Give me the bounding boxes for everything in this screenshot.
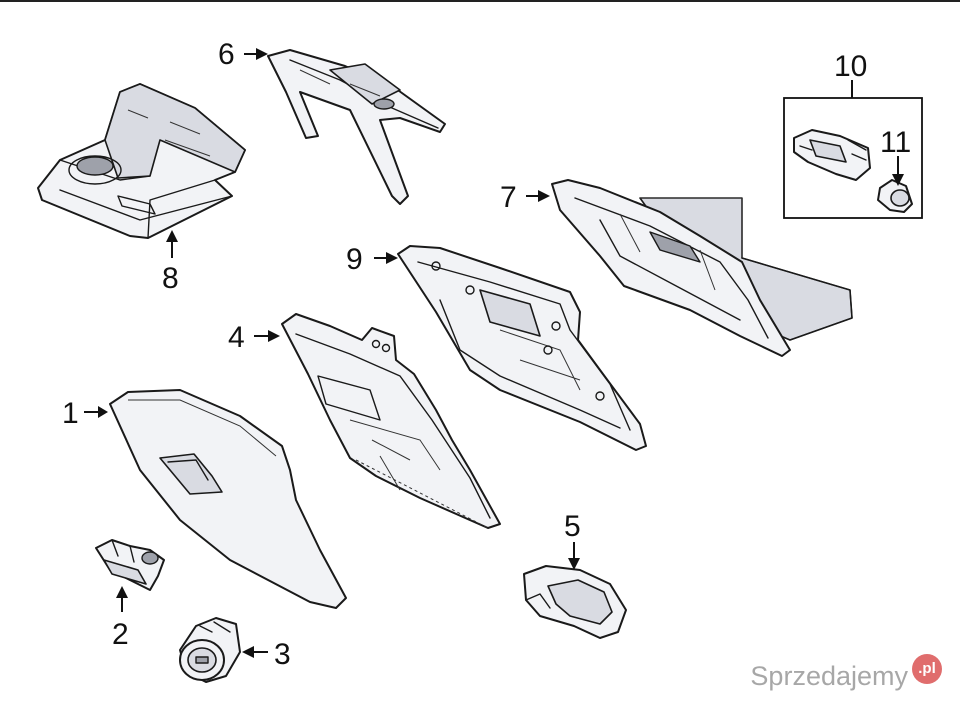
callout-11: 11 xyxy=(880,126,911,159)
watermark-badge: .pl xyxy=(912,653,942,684)
callout-5: 5 xyxy=(564,510,581,543)
part-9-inner-door-panel xyxy=(397,245,647,451)
part-5-trim-bezel xyxy=(523,565,627,639)
part-11-bulb xyxy=(877,179,913,213)
watermark-text: Sprzedajemy xyxy=(750,661,908,691)
callout-3: 3 xyxy=(274,638,291,671)
callout-arrows xyxy=(84,48,904,658)
part-10-box xyxy=(783,97,923,219)
callout-6: 6 xyxy=(218,38,235,71)
part-8-dash-bracket xyxy=(37,83,246,239)
callout-4: 4 xyxy=(228,321,245,354)
watermark: Sprzedajemy .pl xyxy=(750,653,942,692)
callout-2: 2 xyxy=(112,618,129,651)
part-3-lock-cylinder xyxy=(179,617,241,683)
part-6-upper-bracket xyxy=(267,49,446,205)
part-2-striker xyxy=(95,539,165,591)
callout-10: 10 xyxy=(834,50,867,83)
callout-1: 1 xyxy=(62,397,79,430)
callout-7: 7 xyxy=(500,181,517,214)
part-7-glovebox-bin xyxy=(551,179,853,357)
part-1-outer-door xyxy=(109,389,347,609)
part-10-switch xyxy=(793,129,871,181)
part-4-latch-frame xyxy=(281,313,501,529)
callout-8: 8 xyxy=(162,262,179,295)
callout-9: 9 xyxy=(346,243,363,276)
